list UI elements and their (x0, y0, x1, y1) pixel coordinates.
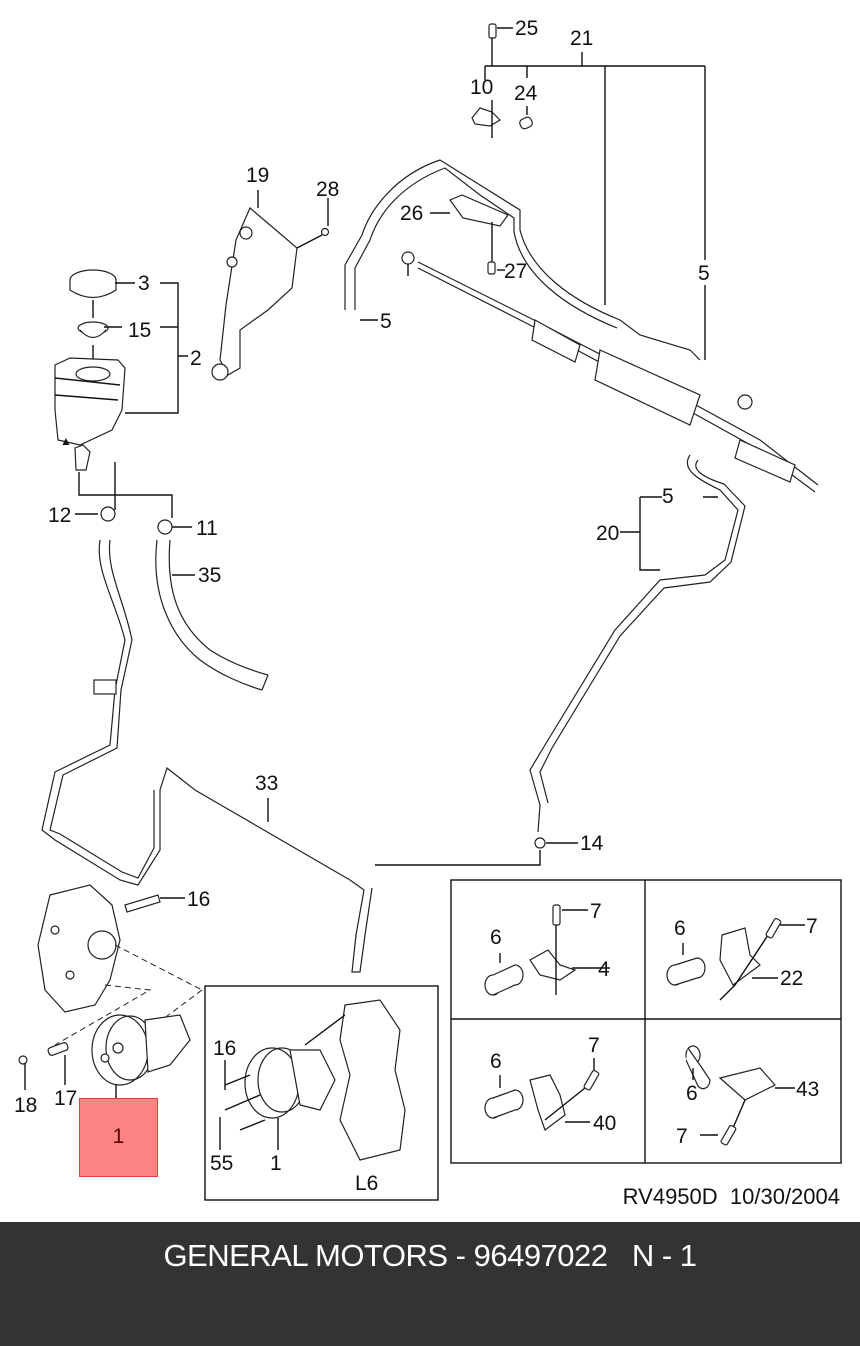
drawing-reference-stamp: RV4950D 10/30/2004 (622, 1184, 840, 1209)
variant-43-callout-6[interactable]: 6 (686, 1082, 698, 1105)
callout-20[interactable]: 20 (596, 522, 619, 545)
callout-15[interactable]: 15 (128, 319, 151, 342)
callout-14[interactable]: 14 (580, 832, 604, 855)
variant-4-callout-6[interactable]: 6 (490, 926, 502, 949)
parts-diagram: 21 25 10 24 5 19 28 ▲ (14, 17, 842, 1201)
warning-triangle-icon: ▲ (60, 434, 72, 448)
callout-12[interactable]: 12 (48, 504, 71, 527)
callout-28[interactable]: 28 (316, 178, 339, 201)
inset-l6: 16 55 1 L6 (204, 985, 439, 1201)
pressure-line-20: 5 20 14 (375, 454, 746, 866)
variant-22-callout-6[interactable]: 6 (674, 917, 686, 940)
callout-2[interactable]: 2 (190, 347, 202, 370)
callout-27[interactable]: 27 (504, 260, 527, 283)
clip-10 (471, 100, 501, 138)
callout-18[interactable]: 18 (14, 1094, 37, 1117)
callout-5-hose[interactable]: 5 (380, 310, 392, 333)
fasteners-17-18: 18 17 (14, 1042, 77, 1117)
highlighted-callout-1: 1 (112, 1125, 125, 1148)
inset-callout-1[interactable]: 1 (270, 1152, 282, 1175)
callout-19[interactable]: 19 (246, 164, 269, 187)
callout-26[interactable]: 26 (400, 202, 423, 225)
callout-11[interactable]: 11 (196, 517, 218, 540)
bracket-26: 26 27 (400, 194, 527, 283)
callout-5-line[interactable]: 5 (662, 485, 674, 508)
callout-group-2: 3 15 2 (104, 272, 202, 414)
inset-callout-55[interactable]: 55 (210, 1152, 233, 1175)
callout-17[interactable]: 17 (54, 1087, 77, 1110)
return-hose-35 (155, 539, 269, 691)
callout-10[interactable]: 10 (470, 76, 493, 99)
line-33: 33 (255, 772, 373, 973)
bracket-19: 19 28 (211, 164, 339, 381)
variant-22-callout-22[interactable]: 22 (780, 967, 803, 990)
reservoir-assembly: ▲ (54, 269, 126, 471)
callout-16[interactable]: 16 (187, 888, 210, 911)
callout-35[interactable]: 35 (198, 564, 221, 587)
variant-4-callout-7[interactable]: 7 (590, 900, 602, 923)
clip-variant-40: 6 7 40 (484, 1034, 616, 1135)
variant-43-callout-43[interactable]: 43 (796, 1078, 819, 1101)
inset-label-l6: L6 (355, 1172, 378, 1195)
callout-3[interactable]: 3 (138, 272, 150, 295)
inset-callout-16[interactable]: 16 (213, 1037, 236, 1060)
callout-21[interactable]: 21 (570, 27, 593, 50)
highlighted-part-marker[interactable]: 1 (79, 1098, 158, 1177)
pressure-hose-upper: 5 (344, 159, 701, 361)
clip-variant-43: 6 7 43 (676, 1045, 819, 1148)
footer-bar: GENERAL MOTORS - 96497022 N - 1 (0, 1222, 860, 1346)
callout-group-21: 21 25 10 24 5 (470, 17, 710, 360)
clamp-lines: 12 11 35 (48, 462, 221, 587)
callout-24[interactable]: 24 (514, 82, 538, 105)
variant-40-callout-40[interactable]: 40 (593, 1112, 616, 1135)
callout-33[interactable]: 33 (255, 772, 278, 795)
callout-25[interactable]: 25 (515, 17, 538, 40)
variant-43-callout-7[interactable]: 7 (676, 1125, 688, 1148)
steering-rack (401, 251, 819, 493)
bolt-25 (488, 23, 497, 39)
pump-1 (91, 1014, 191, 1130)
callout-5-rack[interactable]: 5 (698, 262, 710, 285)
variant-22-callout-7[interactable]: 7 (806, 915, 818, 938)
sleeve-24 (519, 106, 533, 130)
clip-variant-22: 6 7 22 (666, 915, 818, 1001)
variant-4-callout-4[interactable]: 4 (598, 958, 610, 981)
footer-part-title: GENERAL MOTORS - 96497022 N - 1 (163, 1238, 697, 1273)
return-line-left (41, 539, 351, 886)
clip-variant-4: 6 7 4 (484, 900, 610, 996)
pump-bracket: 16 (37, 884, 210, 1046)
variant-40-callout-6[interactable]: 6 (490, 1050, 502, 1073)
variant-40-callout-7[interactable]: 7 (588, 1034, 600, 1057)
clip-variants-grid (450, 879, 842, 1164)
